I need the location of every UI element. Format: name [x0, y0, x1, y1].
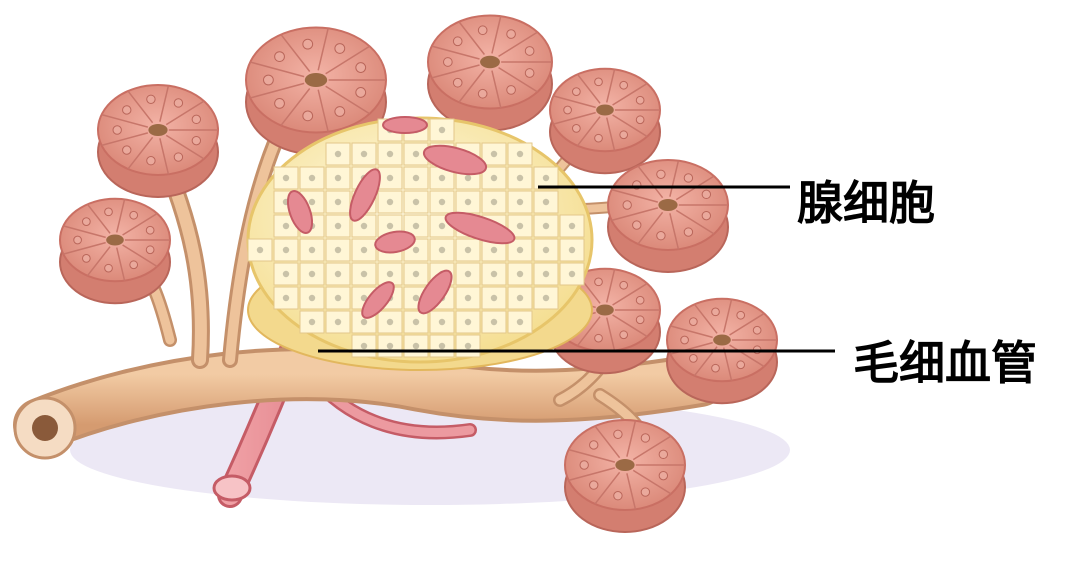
- label-capillary: 毛细血管: [853, 340, 1037, 386]
- vessel-opening: [214, 476, 250, 500]
- acinus-icon: [565, 420, 685, 532]
- acinus-icon: [608, 160, 728, 272]
- acinus-icon: [98, 85, 218, 197]
- acinus-icon: [60, 199, 170, 304]
- label-gland-cell: 腺细胞: [797, 180, 935, 226]
- acinus-icon: [550, 69, 660, 174]
- acinus-icon: [428, 16, 552, 131]
- islet: [248, 117, 592, 370]
